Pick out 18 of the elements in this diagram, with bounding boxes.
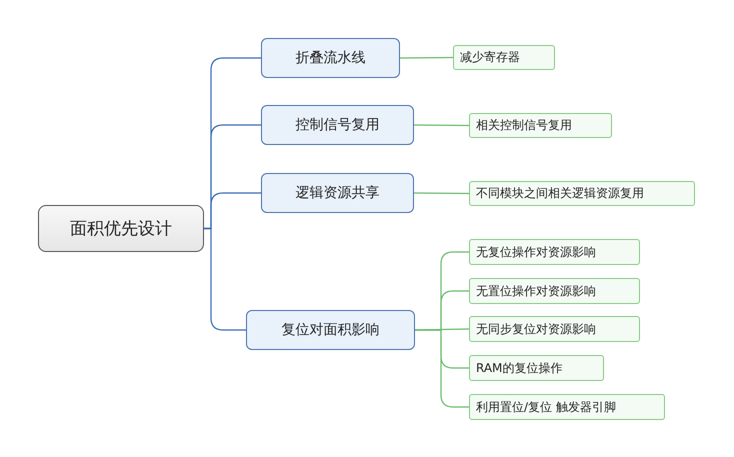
subtopic-box: 利用置位/复位 触发器引脚: [469, 394, 665, 420]
subtopic-box: 不同模块之间相关逻辑资源复用: [469, 181, 695, 206]
connector-line: [415, 329, 469, 408]
root-topic-box: 面积优先设计: [38, 205, 204, 252]
subtopic-box: 相关控制信号复用: [469, 113, 612, 138]
branch-topic-box: 复位对面积影响: [246, 310, 415, 350]
subtopic-box: 无复位操作对资源影响: [469, 239, 640, 265]
subtopic-box: 无置位操作对资源影响: [469, 278, 640, 304]
subtopic-box: 无同步复位对资源影响: [469, 316, 640, 342]
branch-topic-box: 逻辑资源共享: [261, 173, 414, 213]
branch-topic-box: 折叠流水线: [261, 38, 400, 78]
subtopic-box: 减少寄存器: [453, 45, 555, 70]
branch-topic-box: 控制信号复用: [261, 105, 414, 145]
connector-line: [414, 124, 469, 126]
connector-line: [204, 228, 246, 331]
connector-line: [400, 56, 453, 59]
subtopic-box: RAM的复位操作: [469, 355, 604, 381]
connector-line: [414, 192, 469, 194]
